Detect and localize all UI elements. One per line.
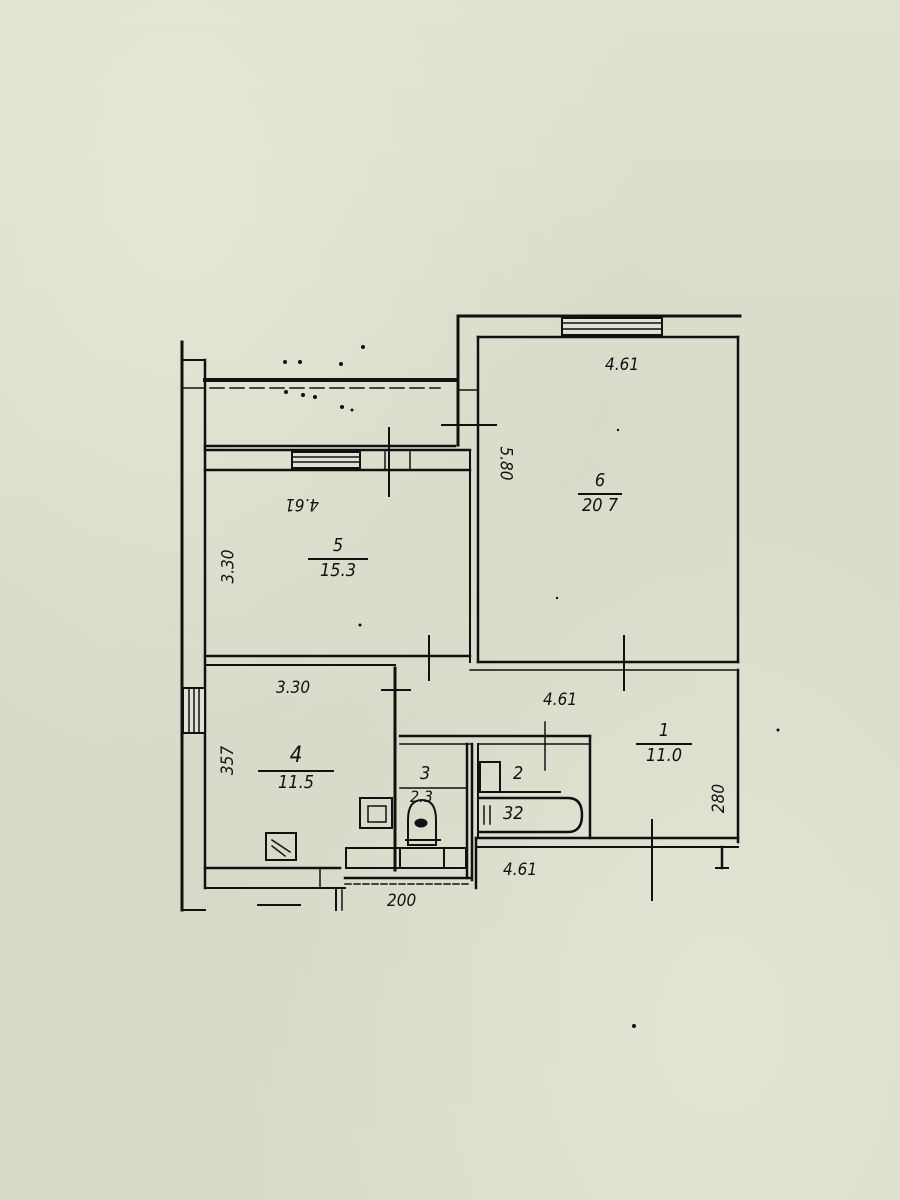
room6-label: 6 20 7 bbox=[570, 472, 630, 515]
hall-depth-dimension: 280 bbox=[709, 783, 730, 814]
fraction-bar bbox=[578, 493, 622, 495]
counter bbox=[345, 847, 467, 869]
stove-icon bbox=[265, 832, 297, 861]
room4-area: 11.5 bbox=[277, 772, 315, 793]
entry-threshold bbox=[257, 889, 343, 911]
wall-wc-bath bbox=[343, 734, 592, 885]
room6-number: 6 bbox=[594, 470, 606, 491]
sink-icon bbox=[359, 797, 393, 829]
room4-depth-dimension: 357 bbox=[218, 745, 239, 776]
wall-left-outer bbox=[180, 340, 207, 912]
room1-number: 1 bbox=[658, 720, 670, 741]
wall-room1 bbox=[474, 668, 740, 901]
room5-area: 15.3 bbox=[319, 560, 357, 581]
room5-width-dimension: 4.61 bbox=[285, 494, 320, 514]
fraction-bar bbox=[308, 558, 368, 560]
room4-number: 4 bbox=[289, 743, 303, 768]
bathtub-icon bbox=[478, 761, 584, 834]
fraction-bar bbox=[258, 770, 334, 772]
wall-middle-horizontal bbox=[203, 635, 740, 691]
window-icon bbox=[561, 317, 663, 336]
wall-room6 bbox=[441, 314, 742, 664]
room2-number: 2 bbox=[513, 763, 524, 784]
room1-area: 11.0 bbox=[645, 745, 683, 766]
room3-number: 3 bbox=[420, 763, 431, 784]
fraction-bar bbox=[636, 743, 692, 745]
hall-width-dimension: 4.61 bbox=[543, 690, 578, 710]
room6-length-dimension: 5.80 bbox=[495, 446, 516, 481]
bottom-width-dimension: 4.61 bbox=[503, 860, 538, 880]
room1-label: 1 11.0 bbox=[634, 722, 694, 765]
room5-label: 5 15.3 bbox=[306, 537, 370, 580]
balcony bbox=[181, 378, 457, 448]
room4-width-dimension: 3.30 bbox=[276, 678, 311, 698]
room6-width-dimension: 4.61 bbox=[605, 355, 640, 375]
room5-number: 5 bbox=[332, 535, 344, 556]
window-icon bbox=[291, 451, 411, 471]
wall-room5-top bbox=[203, 448, 472, 472]
room5-depth-dimension: 3.30 bbox=[218, 549, 239, 584]
entry-dimension: 200 bbox=[387, 891, 417, 911]
room2-area: 32 bbox=[503, 803, 524, 824]
wall-room4 bbox=[203, 666, 411, 889]
room3-area: 2.3 bbox=[410, 787, 433, 806]
room4-label: 4 11.5 bbox=[256, 745, 336, 792]
room6-area: 20 7 bbox=[581, 495, 619, 516]
scan-specks bbox=[283, 345, 780, 1028]
window-icon bbox=[182, 687, 206, 734]
toilet-icon bbox=[399, 798, 445, 869]
